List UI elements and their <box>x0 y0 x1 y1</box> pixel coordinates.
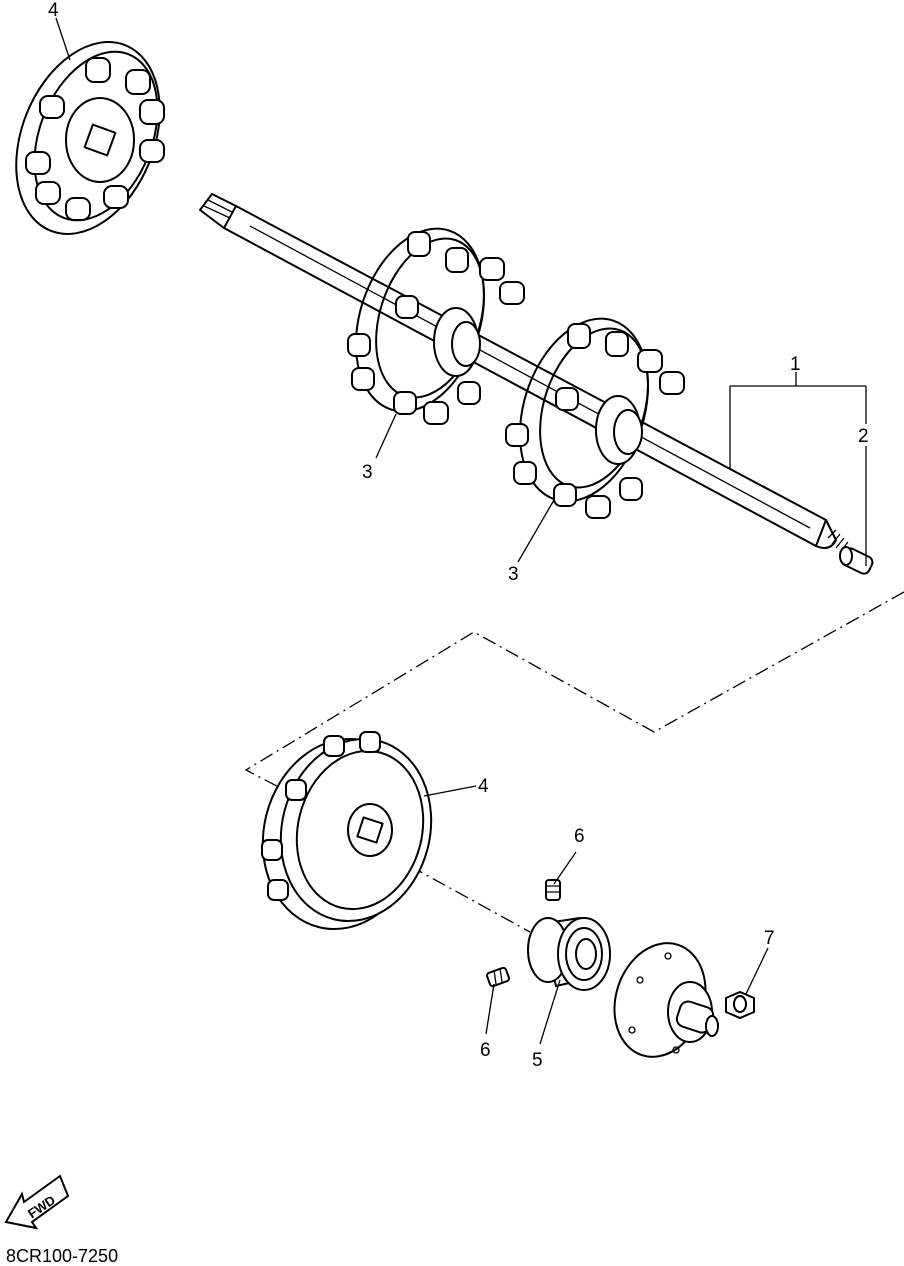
callout-4-lower: 4 <box>478 776 489 797</box>
hex-nut <box>725 990 755 1020</box>
callout-2: 2 <box>858 426 869 447</box>
sprocket-right <box>505 317 685 519</box>
drawing-code: 8CR100-7250 <box>6 1246 118 1266</box>
callout-4-upper: 4 <box>48 0 59 21</box>
callout-6-lower: 6 <box>480 1040 491 1061</box>
shaft-end-plug <box>839 546 874 575</box>
callout-1: 1 <box>790 354 801 375</box>
assembly-guide-lines <box>244 591 904 933</box>
drive-axle-shaft <box>199 193 849 553</box>
bearing-housing <box>527 916 611 991</box>
fwd-arrow-icon: FWD <box>4 1174 70 1230</box>
set-screw-upper <box>545 879 561 901</box>
sprocket-left <box>347 227 525 425</box>
callout-3-right: 3 <box>508 564 519 585</box>
sprocket-wheel-upper <box>15 41 165 235</box>
callout-5: 5 <box>532 1050 543 1071</box>
callout-7: 7 <box>764 928 775 949</box>
set-screw-lower <box>486 966 510 988</box>
callout-3-left: 3 <box>362 462 373 483</box>
sprocket-wheel-lower <box>261 731 433 931</box>
callout-6-upper: 6 <box>574 826 585 847</box>
flange-hub <box>613 942 719 1058</box>
leader-lines <box>55 17 867 1045</box>
